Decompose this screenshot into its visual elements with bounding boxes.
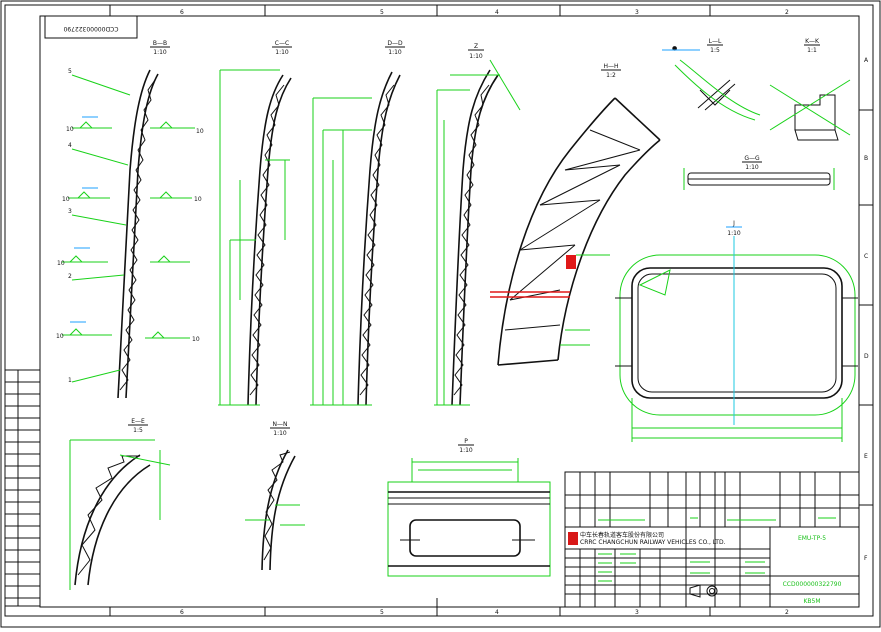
section-p: P 1:10 [387, 438, 551, 577]
bottom-col-4: 4 [495, 609, 499, 616]
section-j: J 1:10 [615, 220, 858, 442]
section-cc-title: C—C [275, 40, 289, 47]
section-dd-scale: 1:10 [388, 49, 402, 56]
outer-border [4, 4, 874, 617]
section-gg-scale: 1:10 [745, 164, 759, 171]
section-z-scale: 1:10 [469, 53, 483, 60]
right-row-d: D [864, 353, 869, 360]
weld-symbols-bb: 10 10 10 10 10 10 10 [56, 116, 204, 343]
section-dd: D—D 1:10 [310, 40, 405, 406]
company-logo [568, 532, 578, 545]
section-hh-scale: 1:2 [606, 72, 616, 79]
callout-2: 2 [68, 273, 72, 280]
weld-10-b: 10 [196, 128, 204, 135]
scale-code: KB5M [803, 598, 820, 605]
part-code: CCD000000322790 [783, 581, 842, 588]
section-dd-title: D—D [387, 40, 403, 47]
section-gg: G—G 1:10 [683, 155, 835, 190]
section-cc: C—C 1:10 [218, 40, 292, 406]
section-bb: B—B 1:10 5 4 3 2 1 10 10 10 10 10 10 [56, 40, 204, 399]
section-cc-scale: 1:10 [275, 49, 289, 56]
right-row-e: E [864, 453, 868, 460]
section-j-scale: 1:10 [727, 230, 741, 237]
section-bb-scale: 1:10 [153, 49, 167, 56]
right-row-a: A [864, 57, 869, 64]
section-nn: N—N 1:10 [245, 421, 305, 571]
weld-10-a: 10 [66, 126, 74, 133]
callout-1: 1 [68, 377, 72, 384]
title-code: EMU-TP-5 [798, 535, 826, 542]
section-gg-title: G—G [744, 155, 760, 162]
right-row-f: F [864, 555, 868, 562]
weld-10-g: 10 [192, 336, 200, 343]
inner-border [39, 15, 860, 608]
drawing-number-stamp: CCD00000322790 [44, 15, 138, 39]
company-name-cn: 中车长春轨道客车股份有限公司 [580, 531, 664, 539]
right-zone-marks: A B C D E F [859, 57, 873, 562]
section-bb-title: B—B [153, 40, 167, 47]
section-hh: H—H 1:2 [490, 63, 661, 366]
section-nn-scale: 1:10 [273, 430, 287, 437]
section-nn-title: N—N [273, 421, 288, 428]
left-revision-strip [4, 369, 41, 607]
view-mark: ● [672, 45, 677, 52]
section-ee: E—E 1:5 [69, 418, 171, 590]
section-kk-title: K—K [805, 38, 820, 45]
top-zone-marks: 6 5 4 3 2 [109, 5, 789, 16]
weld-10-e: 10 [57, 260, 65, 267]
weld-10-d: 10 [194, 196, 202, 203]
bottom-col-5: 5 [380, 609, 384, 616]
section-ee-scale: 1:5 [133, 427, 143, 434]
top-col-4: 4 [495, 9, 499, 16]
section-p-title: P [464, 438, 468, 445]
right-row-c: C [864, 253, 868, 260]
bottom-col-6: 6 [180, 609, 184, 616]
section-ll-scale: 1:5 [710, 47, 720, 54]
weld-10-f: 10 [56, 333, 64, 340]
top-col-3: 3 [635, 9, 639, 16]
drawing-number-text: CCD00000322790 [63, 25, 118, 32]
section-ee-title: E—E [131, 418, 145, 425]
bottom-col-2: 2 [785, 609, 789, 616]
section-kk: K—K 1:1 [769, 38, 851, 141]
section-ll: L—L 1:5 ● [662, 38, 761, 121]
section-kk-scale: 1:1 [807, 47, 817, 54]
callout-4: 4 [68, 142, 72, 149]
section-ll-title: L—L [709, 38, 722, 45]
section-z: Z 1:10 [434, 43, 521, 406]
bottom-zone-marks: 6 5 4 3 2 [109, 598, 789, 616]
section-p-scale: 1:10 [459, 447, 473, 454]
right-row-b: B [864, 155, 868, 162]
bottom-col-3: 3 [635, 609, 639, 616]
top-col-5: 5 [380, 9, 384, 16]
projection-symbol-icon [689, 584, 718, 598]
top-col-6: 6 [180, 9, 184, 16]
callout-5: 5 [68, 68, 72, 75]
callout-3: 3 [68, 208, 72, 215]
section-z-title: Z [474, 43, 478, 50]
weld-10-c: 10 [62, 196, 70, 203]
top-col-2: 2 [785, 9, 789, 16]
title-block: 中车长春轨道客车股份有限公司 CRRC CHANGCHUN RAILWAY VE… [564, 471, 860, 608]
section-j-title: J [732, 220, 735, 227]
company-name-en: CRRC CHANGCHUN RAILWAY VEHICLES CO., LTD… [580, 539, 726, 546]
section-hh-title: H—H [603, 63, 618, 70]
